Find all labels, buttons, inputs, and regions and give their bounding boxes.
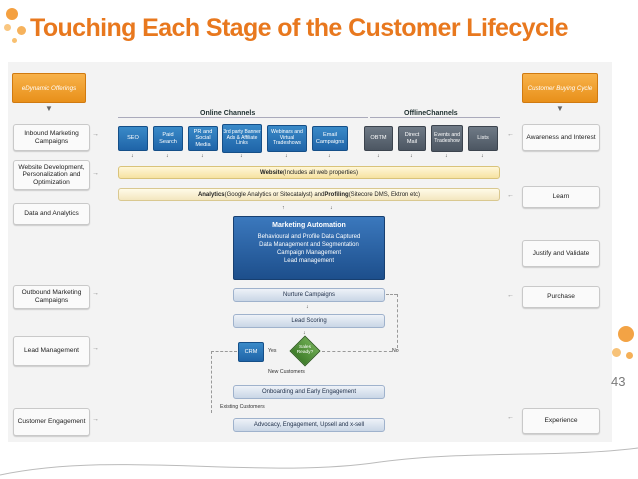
- left-item-website-dev: Website Development, Personalization and…: [13, 160, 90, 190]
- channel-lists: Lists: [468, 126, 498, 151]
- no-label: No: [392, 348, 399, 354]
- right-item-learn: Learn: [522, 186, 600, 208]
- channel-banner-ads: 3rd party Banner Ads & Affiliate Links: [222, 124, 262, 153]
- marketing-automation-title: Marketing Automation: [272, 222, 346, 229]
- lead-scoring-box: Lead Scoring: [233, 314, 385, 328]
- no-connector: [322, 351, 392, 352]
- arrow-down-icon: ↓: [330, 205, 333, 211]
- crm-connector: [211, 351, 237, 352]
- new-customers-label: New Customers: [268, 369, 305, 375]
- right-item-purchase: Purchase: [522, 286, 600, 308]
- analytics-bar: Analytics (Google Analytics or Sitecatal…: [118, 188, 500, 201]
- online-divider: [118, 117, 368, 118]
- channel-obtm: OBTM: [364, 126, 393, 151]
- page-number: 43: [611, 374, 626, 389]
- offline-divider: [370, 117, 500, 118]
- arrow-right-icon: →: [92, 131, 99, 138]
- analytics-bar-note: (Sitecore DMS, Ektron etc): [348, 191, 421, 198]
- right-item-justify: Justify and Validate: [522, 240, 600, 267]
- right-item-experience: Experience: [522, 408, 600, 434]
- arrow-up-icon: ↑: [282, 205, 285, 211]
- channel-pr-social: PR and Social Media: [188, 126, 218, 151]
- ma-line: Behavioural and Profile Data Captured: [257, 234, 361, 240]
- channel-paid-search: Paid Search: [153, 126, 183, 151]
- arrow-right-icon: →: [92, 416, 99, 423]
- no-loop-top: [386, 294, 397, 295]
- arrow-left-icon: ←: [507, 192, 514, 199]
- decorative-curve: [0, 447, 638, 476]
- analytics-bar-title: Analytics: [197, 191, 225, 198]
- arrow-left-icon: ←: [507, 292, 514, 299]
- arrow-down-icon: ↓: [303, 330, 306, 336]
- ma-line: Data Management and Segmentation: [259, 242, 359, 248]
- sales-ready-label: Sales Ready?: [296, 345, 314, 355]
- left-item-inbound: Inbound Marketing Campaigns: [13, 124, 90, 151]
- profiling-title: Profiling: [324, 191, 349, 198]
- arrow-left-icon: ←: [507, 414, 514, 421]
- marketing-automation-box: Marketing Automation Behavioural and Pro…: [233, 216, 385, 280]
- left-item-lead-management: Lead Management: [13, 336, 90, 366]
- online-channels-label: Online Channels: [200, 110, 256, 117]
- arrow-down-icon: ↓: [306, 304, 309, 310]
- left-item-data-analytics: Data and Analytics: [13, 203, 90, 225]
- ma-line: Campaign Management: [276, 250, 342, 256]
- arrow-left-icon: ←: [507, 131, 514, 138]
- left-item-outbound: Outbound Marketing Campaigns: [13, 285, 90, 309]
- down-arrow-icon: ▼: [556, 104, 564, 113]
- no-loop-line: [397, 294, 398, 348]
- arrow-right-icon: →: [92, 170, 99, 177]
- customer-buying-cycle-header: Customer Buying Cycle: [522, 73, 598, 103]
- website-bar-note: (Includes all web properties): [282, 169, 358, 176]
- channel-email: Email Campaigns: [312, 126, 348, 151]
- sales-ready-diamond: Sales Ready?: [289, 335, 321, 367]
- arrow-right-icon: →: [92, 345, 99, 352]
- channel-webinars: Webinars and Virtual Tradeshows: [267, 125, 307, 152]
- yes-label: Yes: [268, 348, 277, 354]
- left-item-customer-engagement: Customer Engagement: [13, 408, 90, 436]
- website-bar: Website (Includes all web properties): [118, 166, 500, 179]
- edynamic-offerings-header: eDynamic Offerings: [12, 73, 86, 103]
- analytics-bar-mid: (Google Analytics or Sitecatalyst) and: [224, 191, 325, 198]
- nurture-campaigns-box: Nurture Campaigns: [233, 288, 385, 302]
- slide-title: Touching Each Stage of the Customer Life…: [30, 14, 569, 42]
- onboarding-box: Onboarding and Early Engagement: [233, 385, 385, 399]
- channel-direct-mail: Direct Mail: [398, 126, 426, 151]
- down-arrow-icon: ▼: [45, 104, 53, 113]
- channel-seo: SEO: [118, 126, 148, 151]
- website-bar-title: Website: [260, 169, 283, 176]
- crm-box: CRM: [238, 342, 264, 362]
- existing-loop-line: [211, 351, 212, 413]
- advocacy-box: Advocacy, Engagement, Upsell and x-sell: [233, 418, 385, 432]
- offline-channels-label: OfflineChannels: [404, 110, 458, 117]
- channel-events: Events and Tradeshow: [431, 125, 463, 152]
- ma-line: Lead management: [283, 258, 335, 264]
- arrow-right-icon: →: [92, 290, 99, 297]
- right-item-awareness: Awareness and Interest: [522, 124, 600, 151]
- existing-customers-label: Existing Customers: [220, 404, 265, 410]
